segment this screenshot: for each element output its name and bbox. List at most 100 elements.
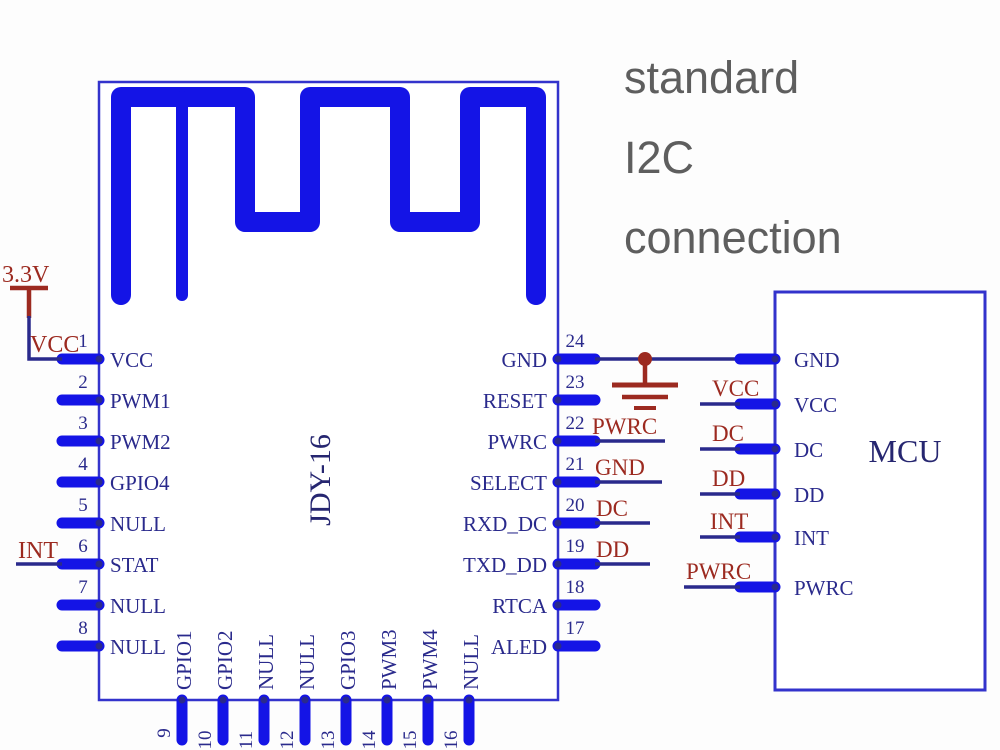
pin-17-number: 17 <box>566 618 585 639</box>
ground-symbol <box>612 359 678 410</box>
pin-4-dot <box>95 478 103 486</box>
pin-9-dot <box>178 696 186 704</box>
net-21-label: GND <box>595 455 645 480</box>
pin-19-number: 19 <box>566 536 585 557</box>
vcc-net-wire <box>27 316 62 361</box>
pin-11-number: 11 <box>236 731 257 749</box>
pin-23-dot <box>554 396 562 404</box>
mcu-net-dd-label: DD <box>712 466 745 491</box>
mcu-pins-group: GND VCC VCC DC DC DD DD INT INT <box>684 348 854 600</box>
mcu-net-dc-label: DC <box>712 421 744 446</box>
pin-11-label: NULL <box>254 634 278 690</box>
pin-4-label: GPIO4 <box>110 471 170 495</box>
mcu-pin-dc-label: DC <box>794 438 823 462</box>
pin-14-dot <box>383 696 391 704</box>
pin-20-label: RXD_DC <box>463 512 547 536</box>
mcu-pin-pwrc-label: PWRC <box>794 576 854 600</box>
pin-17-dot <box>554 642 562 650</box>
pin-18-number: 18 <box>566 577 585 598</box>
pin-2-label: PWM1 <box>110 389 171 413</box>
pin-19-dot <box>554 560 562 568</box>
pin-5-number: 5 <box>78 495 88 516</box>
pin-17-label: ALED <box>491 635 547 659</box>
pin-12-label: NULL <box>295 634 319 690</box>
pin-2-number: 2 <box>78 372 88 393</box>
supply-voltage-label: 3.3V <box>2 262 50 288</box>
pin-16-label: NULL <box>459 634 483 690</box>
mcu-part-label: MCU <box>869 433 942 469</box>
mcu-net-int-label: INT <box>710 509 748 534</box>
bottom-pins-group: 9 GPIO1 10 GPIO2 11 NULL 12 NULL 13 GPIO… <box>154 629 483 750</box>
pin-16-dot <box>465 696 473 704</box>
pin-10-label: GPIO2 <box>213 630 237 690</box>
pin-18-label: RTCA <box>492 594 548 618</box>
pin-20-number: 20 <box>566 495 585 516</box>
supply-3v3-symbol: 3.3V <box>2 262 50 318</box>
net-19-label: DD <box>596 537 629 562</box>
mcu-net-vcc-label: VCC <box>712 376 759 401</box>
pin-8-label: NULL <box>110 635 166 659</box>
pin-13-label: GPIO3 <box>336 630 360 690</box>
mcu-pin-vcc-label: VCC <box>794 393 837 417</box>
pin-14-number: 14 <box>359 730 380 750</box>
pin-15-number: 15 <box>400 731 421 750</box>
pin-3-label: PWM2 <box>110 430 171 454</box>
mcu-pin-vcc-dot <box>771 400 779 408</box>
pin-13-dot <box>342 696 350 704</box>
module-body-outline <box>97 80 560 702</box>
pin-2-dot <box>95 396 103 404</box>
pin-6-label: STAT <box>110 553 159 577</box>
pin-3-number: 3 <box>78 413 88 434</box>
mcu-pin-int-label: INT <box>794 526 829 550</box>
pin-14-label: PWM3 <box>377 629 401 690</box>
pin-13-number: 13 <box>318 731 339 750</box>
left-pins-group: 1 VCC 2 PWM1 3 PWM2 4 GPIO4 5 NULL <box>56 331 171 659</box>
pin-15-dot <box>424 696 432 704</box>
pin-6-dot <box>95 560 103 568</box>
pin-8-dot <box>95 642 103 650</box>
pin-4-number: 4 <box>78 454 88 475</box>
pin-20-dot <box>554 519 562 527</box>
pin-22-label: PWRC <box>487 430 547 454</box>
pin-7-label: NULL <box>110 594 166 618</box>
net-20-label: DC <box>596 496 628 521</box>
pin-9-number: 9 <box>154 728 175 738</box>
pin-22-number: 22 <box>566 413 585 434</box>
pin-12-dot <box>301 696 309 704</box>
pin-6-number: 6 <box>78 536 88 557</box>
mcu-pin-gnd-dot <box>771 355 779 363</box>
mcu-pin-pwrc-dot <box>771 583 779 591</box>
annotation-line-1: standard <box>624 52 800 103</box>
antenna-trace <box>111 87 546 305</box>
pin-9-label: GPIO1 <box>172 630 196 690</box>
pin-3-dot <box>95 437 103 445</box>
pin-11-dot <box>260 696 268 704</box>
module-part-label: JDY-16 <box>304 434 337 526</box>
mcu-pin-dd-label: DD <box>794 483 824 507</box>
mcu-pin-gnd-label: GND <box>794 348 840 372</box>
pin-10-number: 10 <box>195 731 216 750</box>
mcu-body-outline <box>773 290 987 692</box>
annotation-line-3: connection <box>624 212 842 263</box>
pin-5-dot <box>95 519 103 527</box>
net-22-label: PWRC <box>592 414 657 439</box>
int-net-label: INT <box>18 538 58 564</box>
pin-21-dot <box>554 478 562 486</box>
annotation-line-2: I2C <box>624 132 695 183</box>
pin-10-dot <box>219 696 227 704</box>
pin-1-number: 1 <box>78 331 88 352</box>
mcu-net-pwrc-label: PWRC <box>686 559 751 584</box>
right-pins-group: 24 GND 23 RESET 22 PWRC PWRC 21 SELECT G… <box>463 331 665 659</box>
pin-23-label: RESET <box>483 389 547 413</box>
pin-1-dot <box>95 355 103 363</box>
pin-5-label: NULL <box>110 512 166 536</box>
vcc-net-label: VCC <box>30 332 79 358</box>
pin-24-label: GND <box>502 348 548 372</box>
pin-24-dot <box>554 355 562 363</box>
pin-12-number: 12 <box>277 731 298 750</box>
pin-22-dot <box>554 437 562 445</box>
pin-24-number: 24 <box>566 331 586 352</box>
pin-23-number: 23 <box>566 372 585 393</box>
